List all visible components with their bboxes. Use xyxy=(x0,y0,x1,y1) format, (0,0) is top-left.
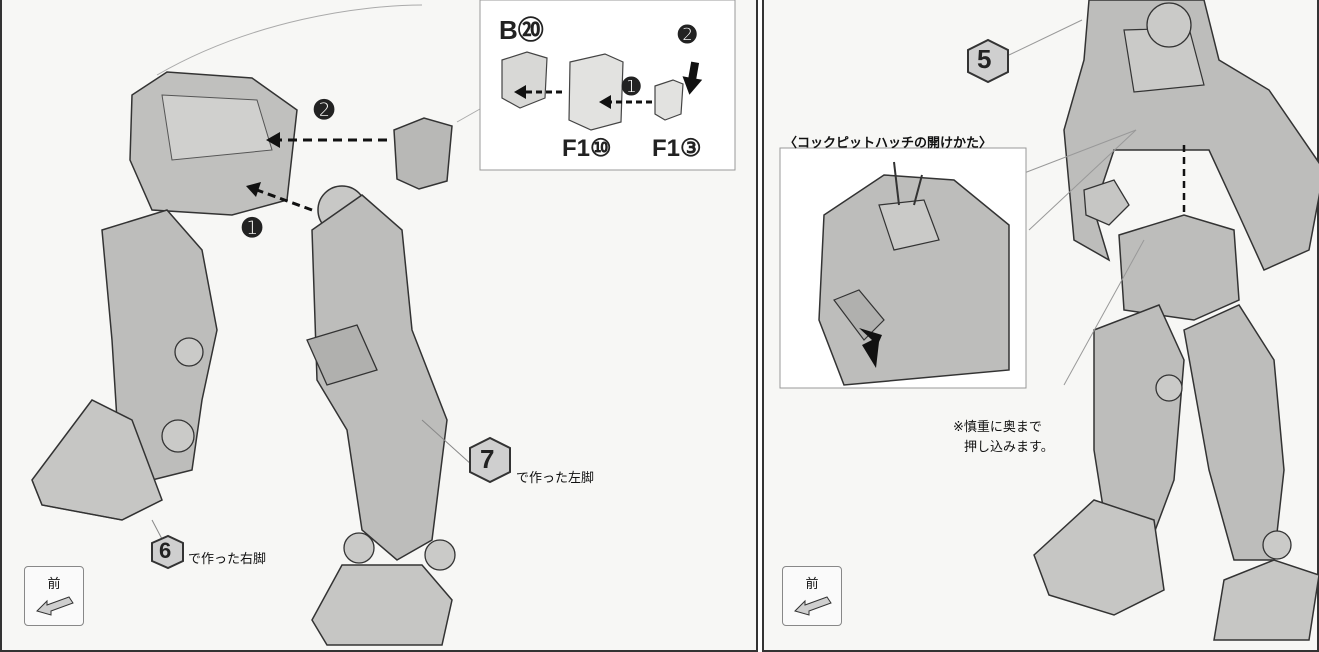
step-number-badge: 7 xyxy=(480,444,495,474)
left-assembly-illustration xyxy=(31,0,736,646)
step-marker-icon: ➊ xyxy=(242,215,263,242)
instruction-panel-right: 5 〈コックピットハッチの開けかた〉 ※慎重に奥まで 押し込みます。 前 xyxy=(762,0,1319,652)
left-leg-note: で作った左脚 xyxy=(516,471,595,486)
instruction-panel-left: B⑳ F1⑩ F1③ ➊ ➋ ➋ ➊ 6 で作った右脚 7 で作った左脚 前 xyxy=(0,0,758,652)
part-label-f1-3: F1③ xyxy=(652,135,702,162)
front-label: 前 xyxy=(805,577,819,592)
step-number-badge: 5 xyxy=(977,44,992,74)
front-label: 前 xyxy=(47,577,61,592)
right-assembly-illustration xyxy=(779,0,1319,641)
inset-title: 〈コックピットハッチの開けかた〉 xyxy=(784,136,993,151)
part-label-f1-10: F1⑩ xyxy=(562,135,612,162)
front-arrow-icon xyxy=(794,596,832,616)
step-marker-icon: ➊ xyxy=(622,74,641,99)
part-label-b33: B⑳ xyxy=(499,15,544,45)
caution-note-line2: 押し込みます。 xyxy=(964,440,1054,455)
step-marker-icon: ➋ xyxy=(314,97,335,124)
step-marker-icon: ➋ xyxy=(678,22,697,47)
front-arrow-icon xyxy=(36,596,74,616)
front-direction-indicator: 前 xyxy=(782,566,842,626)
front-direction-indicator: 前 xyxy=(24,566,84,626)
step-number-badge: 6 xyxy=(159,538,172,563)
right-leg-note: で作った右脚 xyxy=(188,552,267,567)
caution-note-line1: ※慎重に奥まで xyxy=(953,420,1042,435)
